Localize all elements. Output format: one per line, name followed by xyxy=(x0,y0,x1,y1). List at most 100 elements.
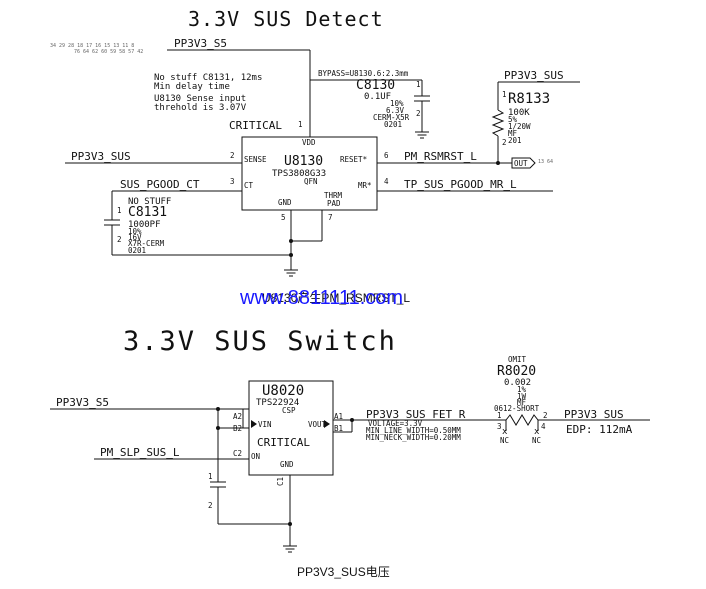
u8020-pin-c1: C1 xyxy=(276,477,285,486)
c8130-value: 0.1UF xyxy=(364,92,391,102)
c8131-type: X7R-CERM xyxy=(128,239,165,248)
detect-critical: CRITICAL xyxy=(229,119,282,132)
r8133-pin2: 2 xyxy=(502,138,507,147)
net-pp3v3-s5-detect: PP3V3_S5 xyxy=(174,37,227,50)
r8020-nc-1: NC xyxy=(500,436,509,445)
u8020-pkg: CSP xyxy=(282,406,296,415)
c8131-value: 1000PF xyxy=(128,220,161,230)
junction-s5-a xyxy=(216,407,220,411)
r8133-type: MF xyxy=(508,129,518,138)
u8020-pin-gnd: GND xyxy=(280,460,294,469)
u8130-pin-sense: SENSE xyxy=(244,155,267,164)
cin-pin1: 1 xyxy=(208,472,213,481)
c8130-bypass: BYPASS=U8130.6:2.3mm xyxy=(318,69,409,78)
u8130-pin-gnd-num: 5 xyxy=(281,213,286,222)
r8020-power: 1W xyxy=(517,392,527,401)
u8130-body xyxy=(241,136,378,211)
c8130-pkg: 0201 xyxy=(384,120,402,129)
net-pm-slp-sus: PM_SLP_SUS_L xyxy=(100,446,180,459)
u8130-ref: U8130 xyxy=(284,154,323,169)
switch-title: 3.3V SUS Switch xyxy=(123,326,397,357)
u8130-pin-ct-num: 3 xyxy=(230,177,235,186)
c8130-pin2: 2 xyxy=(416,109,421,118)
r8020-nc-x1: x xyxy=(502,427,508,437)
c8130-type: CERM-X5R xyxy=(373,113,410,122)
u8130-pin-gnd: GND xyxy=(278,198,292,207)
junction-vout xyxy=(350,418,354,422)
c8131-pkg: 0201 xyxy=(128,246,146,255)
u8130-pin-vdd-num: 1 xyxy=(298,120,303,129)
r8133-tol: 5% xyxy=(508,115,518,124)
u8130-pin-vdd: VDD xyxy=(302,138,316,147)
junction-gnd-thrm xyxy=(289,239,293,243)
net-pp3v3-sus-pullup: PP3V3_SUS xyxy=(504,69,564,82)
u8020-part: TPS22924 xyxy=(256,398,299,408)
vout-arrow-icon xyxy=(324,420,330,428)
u8130-pin-ct: CT xyxy=(244,181,254,190)
c8131-ref: C8131 xyxy=(128,205,167,220)
net-pp3v3-sus-fet-r: PP3V3_SUS_FET_R xyxy=(366,408,466,421)
off-page-out-tag: OUT xyxy=(514,159,528,168)
u8130-pin-mr: MR* xyxy=(358,181,372,190)
r8133-zigzag xyxy=(491,109,505,137)
c8130-ref: C8130 xyxy=(356,78,395,93)
c8131-tol: 10% xyxy=(128,227,142,236)
u8020-pin-b2: B2 xyxy=(233,424,242,433)
r8020-pin3: 3 xyxy=(497,422,502,431)
r8020-tol: 1% xyxy=(517,385,527,394)
u8020-pin-vout: VOUT xyxy=(308,420,327,429)
r8020-omit: OMIT xyxy=(508,355,527,364)
off-page-pages: 13 64 xyxy=(538,159,553,165)
u8020-pin-c2: C2 xyxy=(233,449,242,458)
u8020-pin-b1: B1 xyxy=(334,424,343,433)
c8130-tol: 10% xyxy=(390,99,404,108)
fet-min-line: MIN_LINE_WIDTH=0.50MM xyxy=(366,426,461,435)
r8133-power: 1/20W xyxy=(508,122,531,131)
cin-pin2: 2 xyxy=(208,501,213,510)
u8020-ref: U8020 xyxy=(262,383,304,399)
figure-caption: PP3V3_SUS电压 xyxy=(297,565,390,579)
r8133-pin1: 1 xyxy=(502,90,507,99)
u8020-pin-vin: VIN xyxy=(258,420,272,429)
note-line-2: Min delay time xyxy=(154,82,230,92)
r8020-pin2: 2 xyxy=(543,411,548,420)
u8130-pin-pad: PAD xyxy=(327,199,341,208)
note-line-3: U8130 Sense input xyxy=(154,94,246,104)
off-page-out-arrow xyxy=(511,157,536,169)
u8020-pin-on: ON xyxy=(251,452,260,461)
r8133-value: 100K xyxy=(508,108,530,118)
junction-switch-gnd xyxy=(288,522,292,526)
c8130-volt: 6.3V xyxy=(386,106,405,115)
u8130-pkg: QFN xyxy=(304,177,318,186)
c8131-pin2: 2 xyxy=(117,235,122,244)
u8130-part: TPS3808G33 xyxy=(272,169,326,179)
pin-numbers-bottom: 76 64 62 60 59 58 57 42 xyxy=(74,49,143,55)
r8133-pkg: 201 xyxy=(508,136,522,145)
r8020-pkg: 0612-SHORT xyxy=(494,404,540,413)
r8020-ref: R8020 xyxy=(497,364,536,379)
vin-arrow-icon xyxy=(251,420,257,428)
u8020-pin-a1: A1 xyxy=(334,412,343,421)
u8020-critical: CRITICAL xyxy=(257,436,310,449)
r8020-nc-2: NC xyxy=(532,436,541,445)
net-tp-sus-pgood: TP_SUS_PGOOD_MR_L xyxy=(404,178,517,191)
watermark: www.8811111.com xyxy=(239,287,403,309)
net-pp3v3-sus-sense: PP3V3_SUS xyxy=(71,150,131,163)
u8020-pin-a2: A2 xyxy=(233,412,242,421)
detect-title: 3.3V SUS Detect xyxy=(188,7,384,31)
u8130-pin-mr-num: 4 xyxy=(384,177,389,186)
u8130-pin-reset: RESET* xyxy=(340,155,367,164)
c8131-pin1: 1 xyxy=(117,206,122,215)
junction-s5-b xyxy=(216,426,220,430)
net-pm-rsmrst: PM_RSMRST_L xyxy=(404,150,477,163)
note-line-4: threhold is 3.07V xyxy=(154,103,247,113)
overlay-annotation: U8130产生PM_RSMRST_L xyxy=(262,291,410,305)
u8130-pin-sense-num: 2 xyxy=(230,151,235,160)
u8130-pin-thrm: THRM xyxy=(324,191,343,200)
net-sus-pgood-ct: SUS_PGOOD_CT xyxy=(120,178,200,191)
c8131-volt: 16V xyxy=(128,233,142,242)
c8130-pin1: 1 xyxy=(416,80,421,89)
pin-numbers-top: 34 29 28 18 17 16 15 13 11 8 xyxy=(50,43,134,49)
r8020-zigzag xyxy=(500,414,545,426)
